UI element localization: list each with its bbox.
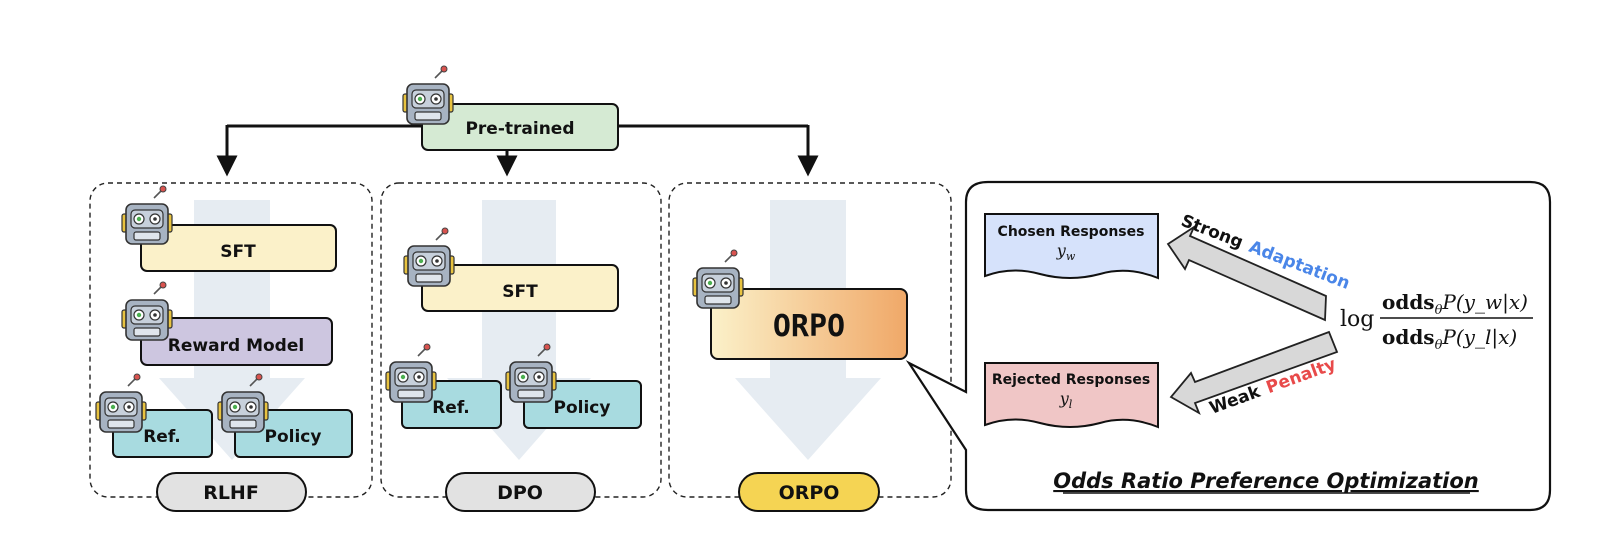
- rlhf-reward-label: Reward Model: [168, 336, 304, 356]
- orpo-box-label: ORPO: [773, 309, 845, 344]
- rlhf-ref-label: Ref.: [143, 427, 181, 447]
- pretrained-node: Pre-trained: [402, 65, 619, 151]
- robot-icon: [692, 249, 744, 309]
- rejected-sub: l: [1069, 398, 1073, 411]
- panel-title: Odds Ratio Preference Optimization: [1053, 469, 1479, 493]
- dpo-ref-label: Ref.: [432, 398, 470, 418]
- robot-icon: [121, 281, 173, 341]
- orpo-explanation-panel: Chosen Responses yw Rejected Responses y…: [905, 180, 1552, 512]
- orpo-panel: ORPO ORPO: [668, 182, 952, 512]
- formula-theta-num: θ: [1435, 303, 1443, 318]
- dpo-sft-box: [421, 264, 619, 312]
- robot-icon: [402, 65, 454, 125]
- orpo-tag-label: ORPO: [779, 482, 840, 504]
- rlhf-sft-box: [140, 224, 337, 272]
- rlhf-tag-label: RLHF: [203, 482, 259, 504]
- rlhf-tag: [156, 472, 307, 512]
- formula-log: log: [1340, 307, 1374, 332]
- formula-odds-num: odds: [1382, 290, 1435, 314]
- rlhf-sft-label: SFT: [220, 242, 256, 262]
- dpo-tag: [445, 472, 596, 512]
- rejected-title: Rejected Responses: [992, 372, 1150, 388]
- rejected-var: y: [1059, 389, 1070, 408]
- rlhf-policy-label: Policy: [265, 427, 322, 447]
- orpo-box: [710, 288, 908, 360]
- rejected-responses-card: Rejected Responses yl: [984, 362, 1159, 429]
- svg-text:yl: yl: [1059, 389, 1073, 411]
- robot-icon: [95, 373, 147, 433]
- svg-text:yw: yw: [1056, 241, 1076, 263]
- formula-theta-den: θ: [1435, 338, 1443, 353]
- dpo-tag-label: DPO: [497, 482, 543, 504]
- svg-text:oddsθP(y_l|x): oddsθP(y_l|x): [1382, 325, 1517, 353]
- top-connectors: [216, 124, 819, 177]
- rlhf-panel: SFT Reward Model Ref. Policy RLHF: [89, 182, 373, 512]
- formula-num: P(y_w|x): [1441, 290, 1528, 315]
- chosen-responses-card: Chosen Responses yw: [984, 213, 1159, 280]
- robot-icon: [121, 185, 173, 245]
- chosen-var: y: [1056, 241, 1067, 260]
- formula-den: P(y_l|x): [1441, 325, 1517, 350]
- pretrained-label: Pre-trained: [465, 119, 574, 139]
- robot-icon: [385, 343, 437, 403]
- dpo-panel: SFT Ref. Policy DPO: [380, 182, 662, 512]
- rlhf-reward-box: [140, 317, 333, 366]
- dpo-policy-box: [523, 380, 642, 429]
- chosen-sub: w: [1066, 250, 1076, 263]
- chosen-title: Chosen Responses: [998, 224, 1145, 240]
- dpo-policy-label: Policy: [554, 398, 611, 418]
- svg-text:oddsθP(y_w|x): oddsθP(y_w|x): [1382, 290, 1528, 318]
- formula-odds-den: odds: [1382, 325, 1435, 349]
- dpo-sft-label: SFT: [502, 282, 538, 302]
- orpo-tag: [738, 472, 880, 512]
- robot-icon: [403, 227, 455, 287]
- odds-ratio-formula: log oddsθP(y_w|x) oddsθP(y_l|x): [1340, 290, 1533, 353]
